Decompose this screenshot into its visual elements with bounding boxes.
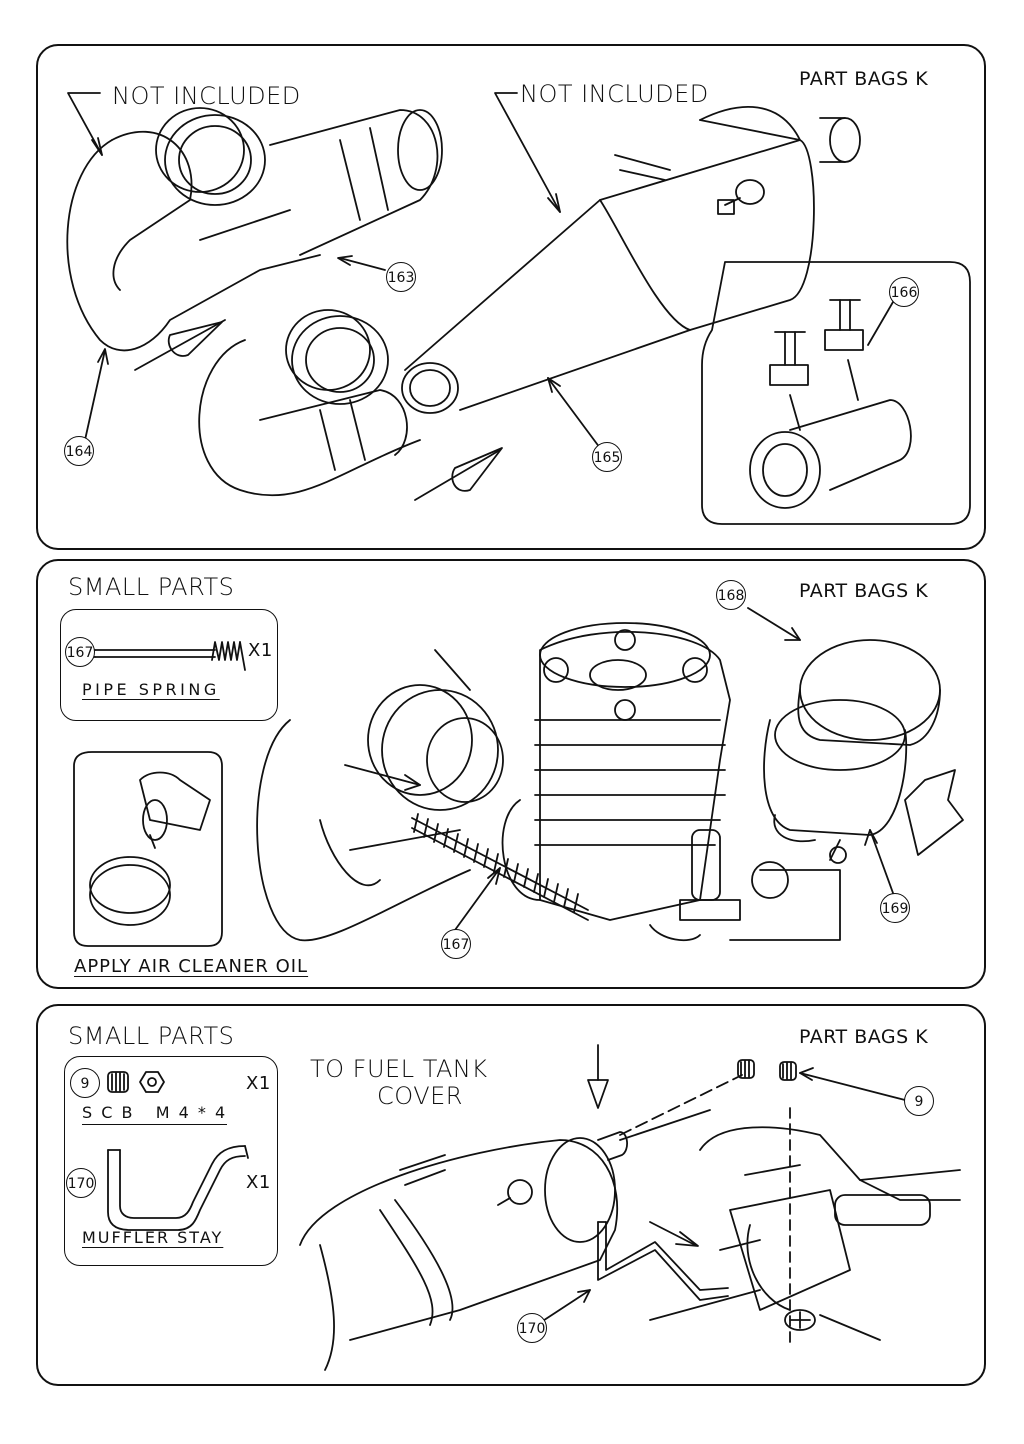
not-included-label-left: NOT INCLUDED — [112, 82, 301, 110]
callout-170: 170 — [517, 1313, 547, 1343]
leader-lines-p2 — [344, 607, 894, 931]
muffler — [401, 105, 861, 414]
pipe-spring-caption: PIPE SPRING — [82, 680, 220, 699]
panel-air-filter — [36, 559, 986, 989]
air-filter — [763, 639, 964, 856]
callout-165: 165 — [592, 442, 622, 472]
cover-label: COVER — [377, 1082, 463, 1110]
callout-169: 169 — [880, 893, 910, 923]
set-screws — [619, 1059, 797, 1136]
small-parts-label-p3: SMALL PARTS — [68, 1022, 235, 1050]
callout-167: 167 — [441, 929, 471, 959]
small-parts-spring-box — [88, 641, 246, 671]
screw-qty: X1 — [246, 1073, 271, 1094]
stay-qty: X1 — [246, 1172, 271, 1193]
air-cleaner-oil-box — [73, 751, 223, 947]
screw-caption: S C B M 4 * 4 — [82, 1103, 228, 1125]
callout-163: 163 — [386, 262, 416, 292]
not-included-label-right: NOT INCLUDED — [520, 80, 709, 108]
small-parts-label-p2: SMALL PARTS — [68, 573, 235, 601]
callout-9: 9 — [904, 1086, 934, 1116]
muffler-stay-caption: MUFFLER STAY — [82, 1228, 224, 1247]
callout-170-box: 170 — [66, 1168, 96, 1198]
muffler-mounted — [299, 1109, 711, 1371]
callout-9-box: 9 — [70, 1068, 100, 1098]
pipe-spring-parts-box — [60, 609, 278, 721]
pipe-spring — [411, 813, 589, 921]
screw-stay-parts-box — [64, 1056, 278, 1266]
callout-164: 164 — [64, 436, 94, 466]
chassis-mount — [649, 1107, 961, 1346]
part-bags-label-p2: PART BAGS K — [799, 580, 929, 602]
leader-lines-p1 — [67, 92, 894, 449]
fuel-cone-arrow — [587, 1044, 609, 1109]
pipe-and-engine — [256, 622, 847, 942]
panel-muffler-stay — [36, 1004, 986, 1386]
callout-167-box: 167 — [65, 637, 95, 667]
part-bags-label-p1: PART BAGS K — [799, 68, 929, 90]
part-bags-label-p3: PART BAGS K — [799, 1026, 929, 1048]
air-cleaner-oil-caption: APPLY AIR CLEANER OIL — [74, 956, 309, 977]
panel-muffler-pipe — [36, 44, 986, 550]
muffler-stay-part — [597, 1221, 729, 1301]
exhaust-manifold-bottom — [198, 309, 421, 497]
callout-168: 168 — [716, 580, 746, 610]
spring-clamp-detail — [701, 261, 971, 525]
to-fuel-tank-label: TO FUEL TANK — [310, 1055, 488, 1083]
exhaust-manifold-top — [66, 107, 443, 352]
screw-stay-box — [107, 1071, 249, 1231]
direction-arrows — [134, 319, 503, 501]
spring-qty: X1 — [248, 640, 273, 661]
callout-166: 166 — [889, 277, 919, 307]
